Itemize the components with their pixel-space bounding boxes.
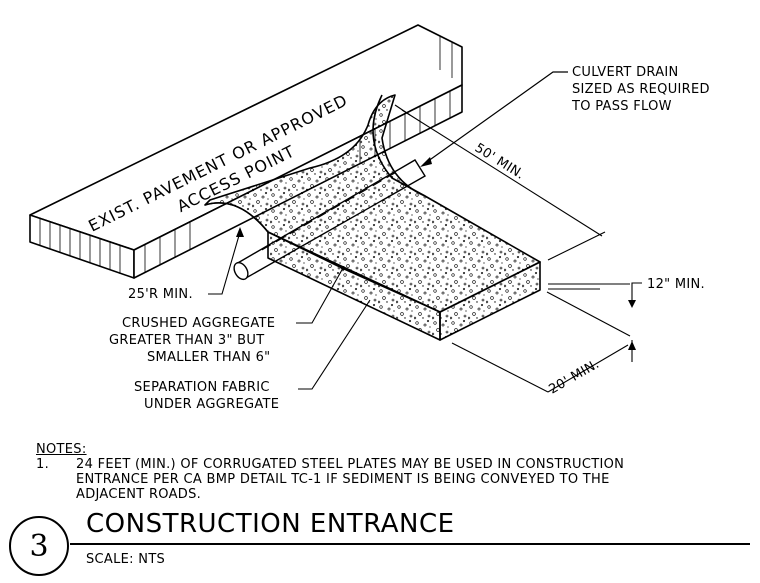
note-text: 24 FEET (MIN.) OF CORRUGATED STEEL PLATE…	[76, 457, 736, 502]
culvert-label-line3: TO PASS FLOW	[571, 99, 672, 114]
fabric-label-line1: SEPARATION FABRIC	[134, 380, 270, 395]
detail-title: CONSTRUCTION ENTRANCE	[86, 509, 455, 539]
aggregate-entrance-body	[204, 94, 541, 341]
note-number: 1.	[36, 457, 50, 472]
fabric-leader	[298, 299, 371, 390]
aggregate-label-line2: GREATER THAN 3" BUT	[109, 333, 264, 348]
notes-heading: NOTES:	[36, 442, 87, 457]
thickness-arrow-down	[628, 300, 636, 308]
return-curve-near	[204, 202, 269, 233]
culvert-label-line1: CULVERT DRAIN	[572, 65, 679, 80]
note-line: ADJACENT ROADS.	[76, 487, 202, 502]
notes-section: NOTES: 1. 24 FEET (MIN.) OF CORRUGATED S…	[36, 442, 736, 502]
aggregate-label-line1: CRUSHED AGGREGATE	[122, 316, 275, 331]
aggregate-leader-dot	[341, 266, 345, 270]
radius-leader-arrow	[236, 227, 244, 237]
thickness-dimension	[548, 282, 642, 362]
radius-leader	[208, 231, 241, 295]
pipe-hidden-line	[261, 169, 401, 251]
fabric-label-line2: UNDER AGGREGATE	[144, 397, 279, 412]
width-dimension	[451, 291, 631, 393]
return-curve-far	[372, 94, 426, 197]
detail-number-bubble: 3	[9, 516, 69, 576]
title-underline	[70, 543, 750, 545]
length-dimension	[394, 104, 606, 261]
detail-number: 3	[29, 528, 49, 564]
culvert-leader	[423, 71, 568, 165]
note-item: 1. 24 FEET (MIN.) OF CORRUGATED STEEL PL…	[36, 457, 736, 502]
note-line: ENTRANCE PER CA BMP DETAIL TC-1 IF SEDIM…	[76, 472, 610, 487]
radius-label: 25'R MIN.	[128, 287, 193, 302]
thickness-dimension-label: 12" MIN.	[647, 277, 705, 292]
aggregate-side-face	[267, 231, 441, 341]
thickness-arrow-up	[628, 341, 636, 350]
length-dimension-label: 50' MIN.	[472, 141, 527, 183]
culvert-label-line2: SIZED AS REQUIRED	[572, 82, 710, 97]
scale-label: SCALE: NTS	[86, 552, 166, 567]
culvert-callout: CULVERT DRAIN SIZED AS REQUIRED TO PASS …	[420, 65, 710, 167]
aggregate-leader	[296, 267, 344, 324]
note-line: 24 FEET (MIN.) OF CORRUGATED STEEL PLATE…	[76, 457, 625, 472]
culvert-leader-arrow	[420, 157, 432, 167]
aggregate-label-line3: SMALLER THAN 6"	[147, 350, 270, 365]
width-dimension-label: 20' MIN.	[547, 357, 603, 398]
pavement-edge-hatch	[39, 36, 453, 274]
